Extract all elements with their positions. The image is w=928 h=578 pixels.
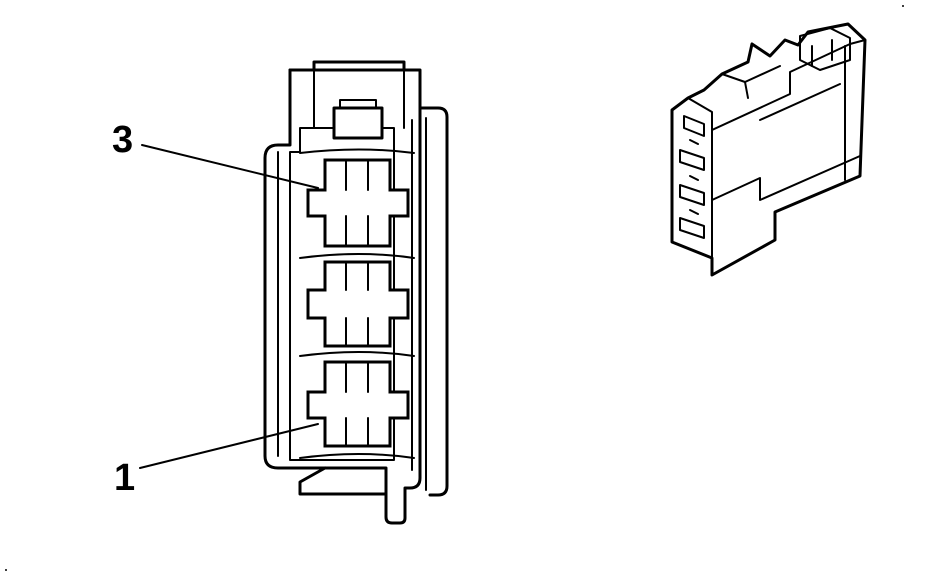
callout-3: 3: [112, 119, 319, 189]
callout-1: 1: [114, 423, 319, 499]
speck-bottom-left: [5, 569, 7, 571]
connector-isometric-view-icon: [670, 22, 867, 277]
callout-label-3: 3: [112, 119, 133, 161]
connector-face-view-icon: [263, 60, 449, 525]
cavity-2: [306, 260, 410, 348]
cavity-1: [306, 360, 410, 448]
callout-label-1: 1: [114, 457, 135, 499]
speck-top-right: [902, 5, 904, 7]
cavity-3: [306, 158, 410, 248]
